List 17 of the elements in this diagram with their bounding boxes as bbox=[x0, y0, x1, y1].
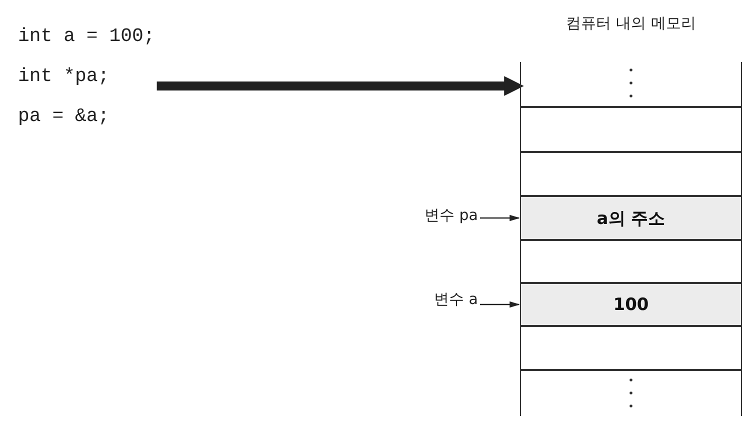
empty-memory-cell bbox=[520, 326, 742, 370]
empty-memory-cell bbox=[520, 62, 742, 107]
arrow bbox=[156, 76, 524, 96]
empty-memory-cell bbox=[520, 152, 742, 196]
code-line: int *pa; bbox=[18, 64, 110, 89]
empty-memory-cell bbox=[520, 240, 742, 283]
memory-heading: 컴퓨터 내의 메모리 bbox=[565, 14, 697, 33]
empty-memory-cell bbox=[520, 370, 742, 416]
empty-memory-cell bbox=[520, 107, 742, 152]
memory-cell: a의 주소 bbox=[520, 196, 742, 240]
variable-label: 변수 a bbox=[398, 290, 492, 314]
code-line: pa = &a; bbox=[18, 104, 110, 129]
memory-cell: 100 bbox=[520, 283, 742, 326]
arrow bbox=[480, 301, 520, 308]
arrow bbox=[480, 214, 520, 222]
variable-label: 변수 pa bbox=[398, 206, 492, 230]
code-line: int a = 100; bbox=[18, 24, 156, 49]
